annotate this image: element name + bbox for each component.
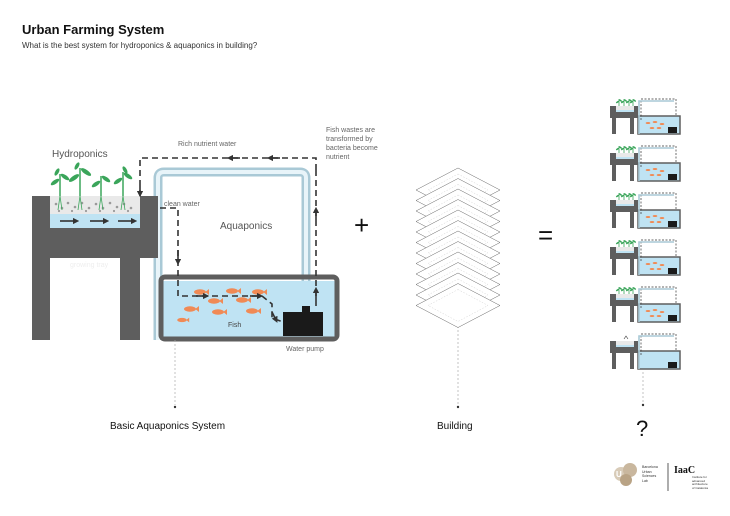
mini-system	[610, 333, 681, 370]
fish-wastes-label: Fish wastes are transformed by bacteria …	[326, 127, 378, 161]
iaac-logo: IaaC	[674, 465, 696, 476]
question-mark: ?	[636, 416, 649, 441]
mini-system	[610, 286, 681, 323]
mini-system	[610, 145, 681, 182]
building-stack	[415, 167, 501, 409]
equals-operator: =	[538, 220, 554, 250]
basic-aquaponics-caption: Basic Aquaponics System	[110, 421, 226, 432]
urban-sciences-lab-text: Barcelona Urban Sciences Lab	[642, 465, 658, 483]
mini-system	[610, 98, 681, 135]
concrete-stand	[32, 196, 158, 340]
stacked-systems	[610, 98, 681, 407]
page-title: Urban Farming System	[22, 22, 165, 37]
page-subtitle: What is the best system for hydroponics …	[22, 41, 258, 50]
rich-nutrient-water-label: Rich nutrient water	[178, 141, 237, 148]
mini-system	[610, 192, 681, 229]
water-pump-label: Water pump	[286, 346, 324, 353]
iaac-logo-text: Institute for advanced architecture of C…	[692, 475, 709, 490]
plants	[50, 162, 133, 211]
growing-tray-label: growing tray	[70, 262, 109, 269]
clean-water-label: clean water	[164, 201, 200, 208]
water-pump	[283, 312, 323, 336]
fish-label: Fish	[228, 322, 242, 329]
hydroponics-label: Hydroponics	[52, 149, 108, 160]
building-floor	[415, 283, 501, 328]
building-caption: Building	[437, 421, 473, 432]
aquaponics-label: Aquaponics	[220, 221, 273, 232]
mini-system	[610, 239, 681, 276]
footer-logos: U	[614, 463, 669, 491]
aquaponics-system-diagram	[32, 154, 340, 409]
fish-tank	[158, 274, 340, 342]
svg-text:U: U	[616, 470, 622, 479]
plus-operator: +	[354, 210, 370, 240]
urban-sciences-lab-logo: U	[614, 463, 637, 486]
gravel-bed	[54, 201, 133, 213]
